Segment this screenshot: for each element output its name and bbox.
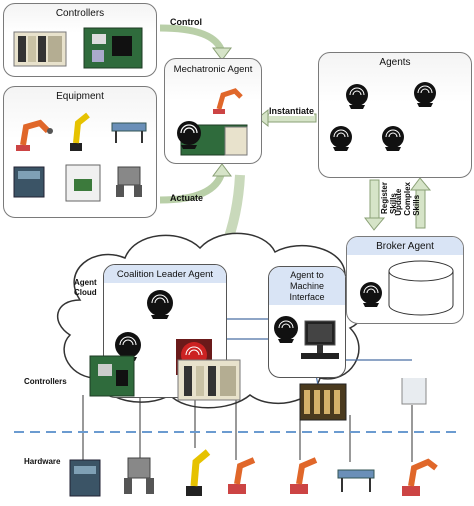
interface-header [269, 267, 345, 305]
agent-machine-interface-panel: Agent to Machine Interface [268, 266, 346, 378]
register-skills-arrow [369, 179, 380, 221]
control-label: Control [170, 17, 202, 27]
conveyor-icon [111, 122, 147, 143]
interface-content [274, 316, 339, 359]
agents-panel: Agents [318, 52, 472, 178]
robot-arm-icon [402, 458, 438, 496]
update-skills-arrowhead [410, 177, 432, 191]
yellow-robot-icon [70, 112, 90, 151]
cabinet-icon [401, 378, 427, 405]
instantiate-label: Instantiate [269, 106, 315, 116]
agent-head-icon [147, 290, 173, 319]
controllers-panel: Controllers [3, 3, 157, 77]
robot-arm-icon [213, 88, 243, 114]
equipment-panel: Equipment [3, 86, 157, 218]
robot-arm-icon [228, 457, 256, 494]
agent-head-icon [360, 282, 382, 307]
computer-icon [301, 320, 339, 359]
equipment-devices [13, 112, 147, 202]
cloud-controllers [89, 355, 241, 401]
agent-head-icon [382, 126, 404, 151]
agent-head-icon [346, 84, 368, 109]
coalition-leader-header [104, 265, 226, 283]
mechatronic-agent-panel: Mechatronic Agent [164, 58, 262, 164]
broker-agent-content [360, 260, 454, 316]
machine-station-icon [13, 166, 45, 198]
right-controllers [299, 378, 427, 421]
agents-panel-title: Agents [379, 57, 411, 68]
gripper-icon [116, 166, 142, 197]
agent-head-icon [414, 82, 436, 107]
agent-machine-interface-title: Agent to Machine Interface [289, 270, 325, 302]
controller-devices [13, 27, 143, 69]
gantry-station-icon [65, 164, 101, 202]
controllers-panel-title: Controllers [55, 8, 105, 19]
agent-head-icon [330, 126, 352, 151]
broker-agent-title: Broker Agent [376, 241, 434, 252]
equipment-panel-title: Equipment [56, 91, 104, 102]
broker-agent-panel: Broker Agent [346, 236, 464, 324]
broker-agent-header [347, 237, 463, 255]
agent-head-icon [177, 121, 201, 149]
gripper-icon [124, 457, 154, 494]
hardware-row-label: Hardware [24, 457, 61, 466]
actuate-label: Actuate [170, 193, 204, 203]
robot-arm-icon [16, 119, 53, 151]
control-arrowhead [212, 47, 232, 61]
yellow-robot-icon [186, 449, 211, 496]
instantiate-arrowhead [257, 108, 269, 128]
mechatronic-agent-content [177, 88, 248, 156]
agents-group [330, 82, 436, 151]
robot-arm-icon [290, 457, 318, 494]
conveyor-icon [337, 469, 375, 492]
register-skills-arrowhead [364, 217, 386, 231]
coalition-leader-agent-title: Coalition Leader Agent [116, 269, 214, 280]
database-icon [388, 260, 454, 316]
actuate-arrow [159, 170, 226, 204]
mechatronic-agent-title: Mechatronic Agent [173, 64, 253, 75]
actuate-arrowhead [212, 163, 232, 177]
controllers-row-label: Controllers [24, 377, 67, 386]
machine-station-icon [69, 459, 101, 497]
agent-head-icon [274, 316, 298, 343]
hardware-row [69, 449, 438, 497]
